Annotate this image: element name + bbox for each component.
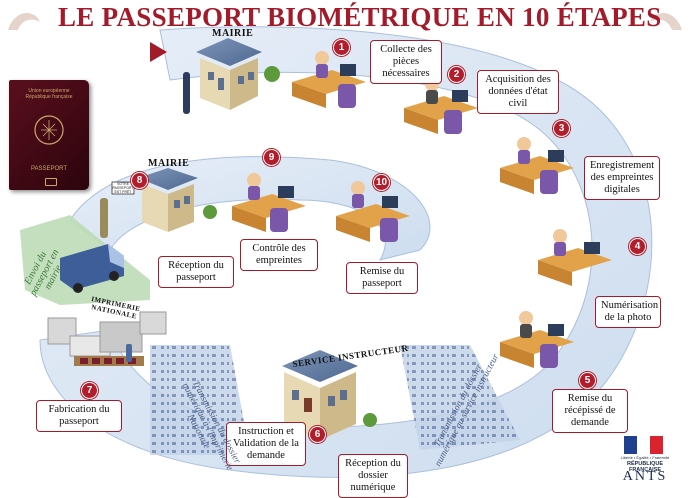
step-label-2: Acquisition des données d'état civil (477, 70, 559, 114)
step-label-9: Contrôle des empreintes (240, 239, 318, 271)
service-instructeur-building (282, 350, 377, 440)
passport-eu-text: Union européenne (28, 88, 70, 94)
biometric-chip-icon (45, 178, 57, 186)
step-number-1: 1 (333, 39, 350, 56)
reception-dossier-label: Réception du dossier numérique (338, 454, 408, 498)
step-number-2: 2 (448, 66, 465, 83)
step-number-9: 9 (263, 149, 280, 166)
passport-rf-text: République française (25, 94, 73, 100)
step-label-7: Fabrication du passeport (36, 400, 122, 432)
coat-of-arms-icon (34, 115, 64, 145)
republique-text: RÉPUBLIQUE FRANÇAISE (626, 461, 664, 473)
step-label-10: Remise du passeport (346, 262, 418, 294)
step-number-6: 6 (309, 426, 326, 443)
step-label-8: Réception du passeport (158, 256, 234, 288)
step-label-5: Remise du récépissé de demande (552, 389, 628, 433)
step-label-6: Instruction et Validation de la demande (226, 422, 306, 466)
step-number-10: 10 (373, 174, 390, 191)
transmission-strip-right (400, 345, 520, 450)
ornament-right-icon (650, 12, 682, 30)
motto-text: Liberté • Égalité • Fraternité (620, 455, 670, 460)
step-label-3: Enregistrement des empreintes digitales (584, 156, 660, 200)
step-number-3: 3 (553, 120, 570, 137)
delivery-van-icon (60, 244, 124, 293)
step-number-7: 7 (81, 382, 98, 399)
page-title: LE PASSEPORT BIOMÉTRIQUE EN 10 ÉTAPES (58, 2, 662, 32)
step-number-5: 5 (579, 372, 596, 389)
ornament-left-icon (8, 12, 40, 30)
step-label-4: Numérisation de la photo (595, 296, 661, 328)
ants-logo-text: ANTS (622, 469, 668, 484)
step-label-1: Collecte des pièces nécessaires (370, 40, 442, 84)
mairie-building-left (100, 168, 217, 238)
step-number-8: 8 (131, 172, 148, 189)
transmission-strip-left (150, 345, 250, 455)
mairie-building-top (183, 38, 280, 114)
mairie-left-sign: MAIRIE (148, 158, 190, 169)
french-flag-icon (624, 436, 663, 454)
spiral-path-outer (39, 26, 653, 478)
start-arrow-icon (150, 42, 167, 62)
imprimerie-machines (47, 311, 167, 366)
step-number-4: 4 (629, 238, 646, 255)
passport-title-text: PASSEPORT (30, 166, 68, 172)
mairie-top-sign: MAIRIE (212, 28, 254, 39)
passport-image: Union européenne République française PA… (9, 80, 89, 190)
bubble-passport-ready: VOTRE PASSEPORT EST PRÊT (112, 182, 134, 194)
workstations (232, 51, 612, 368)
